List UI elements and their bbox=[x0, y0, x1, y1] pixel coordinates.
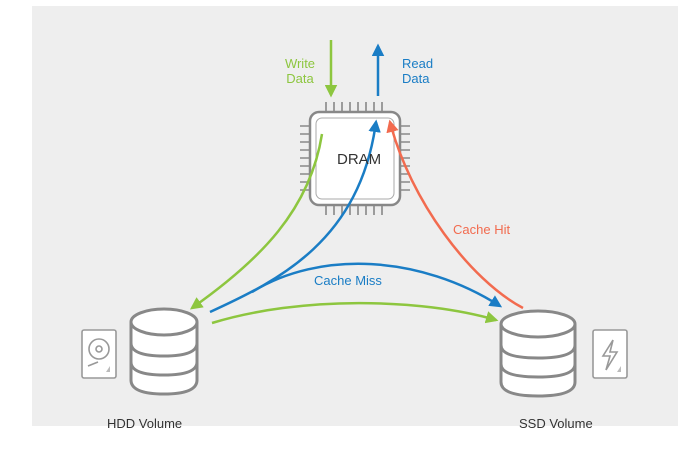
ssd-volume-label: SSD Volume bbox=[519, 416, 593, 431]
diagram-panel bbox=[32, 6, 678, 426]
dram-to-hdd-arrow bbox=[189, 133, 324, 310]
cache-hit-arrow bbox=[386, 119, 524, 310]
cache-miss-arrow bbox=[251, 262, 503, 308]
write-label-line1: Write bbox=[284, 56, 316, 71]
dram-chip-icon bbox=[300, 102, 410, 215]
read-label-line2: Data bbox=[402, 71, 430, 86]
flash-drive-icon bbox=[592, 329, 628, 379]
read-label-line1: Read bbox=[402, 56, 434, 71]
dram-label: DRAM bbox=[337, 151, 382, 168]
hdd-volume-label: HDD Volume bbox=[107, 416, 183, 431]
hdd-to-dram-arrow bbox=[209, 119, 381, 314]
cache-hit-label: Cache Hit bbox=[453, 222, 511, 237]
hdd-to-ssd-arrow bbox=[211, 301, 499, 325]
ssd-database-icon bbox=[499, 309, 577, 398]
cache-miss-label: Cache Miss bbox=[314, 273, 382, 288]
read-data-label: Read Data bbox=[402, 56, 462, 86]
write-data-label: Write Data bbox=[270, 56, 330, 86]
hdd-database-icon bbox=[129, 307, 199, 396]
hard-disk-icon bbox=[81, 329, 117, 379]
write-label-line2: Data bbox=[286, 71, 314, 86]
